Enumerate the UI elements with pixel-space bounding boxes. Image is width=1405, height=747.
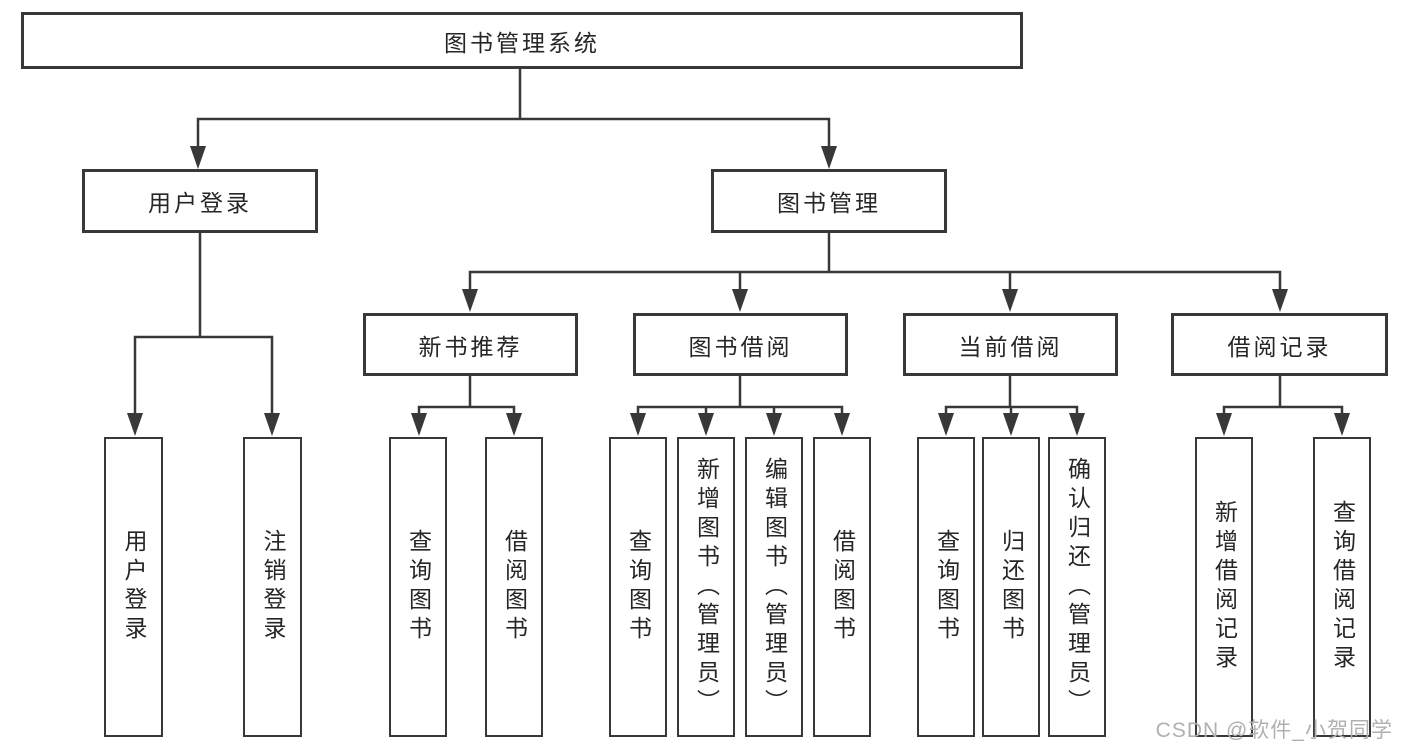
leaf-label: 用户登录 [121, 529, 147, 645]
leaf-query-books-current: 查询图书 [917, 437, 975, 737]
leaf-borrow-books: 借阅图书 [813, 437, 871, 737]
node-label: 图书借阅 [688, 333, 793, 360]
leaf-add-borrow-record: 新增借阅记录 [1195, 437, 1253, 737]
node-user-login: 用户登录 [82, 169, 318, 233]
node-book-borrow: 图书借阅 [633, 313, 848, 376]
leaf-label: 确认归还（管理员） [1064, 456, 1091, 718]
node-root-system: 图书管理系统 [21, 12, 1023, 69]
leaf-user-login: 用户登录 [104, 437, 163, 737]
node-label: 用户登录 [148, 190, 252, 216]
leaf-label: 归还图书 [998, 529, 1025, 645]
leaf-label: 注销登录 [260, 529, 286, 645]
leaf-return-books: 归还图书 [982, 437, 1040, 737]
leaf-borrow-books-recommend: 借阅图书 [485, 437, 543, 737]
leaf-label: 查询借阅记录 [1329, 500, 1356, 674]
leaf-label: 编辑图书（管理员） [761, 456, 788, 718]
leaf-label: 借阅图书 [829, 529, 856, 645]
node-label: 新书推荐 [418, 333, 523, 360]
leaf-confirm-return-admin: 确认归还（管理员） [1048, 437, 1106, 737]
leaf-edit-books-admin: 编辑图书（管理员） [745, 437, 803, 737]
node-label: 图书管理系统 [444, 29, 600, 56]
node-label: 当前借阅 [958, 333, 1063, 360]
leaf-label: 查询图书 [933, 529, 960, 645]
leaf-label: 新增图书（管理员） [693, 456, 720, 718]
leaf-query-books-borrow: 查询图书 [609, 437, 667, 737]
node-new-book-recommend: 新书推荐 [363, 313, 578, 376]
node-current-borrow: 当前借阅 [903, 313, 1118, 376]
leaf-logout: 注销登录 [243, 437, 302, 737]
leaf-label: 借阅图书 [501, 529, 528, 645]
node-borrow-record: 借阅记录 [1171, 313, 1388, 376]
leaf-query-borrow-record: 查询借阅记录 [1313, 437, 1371, 737]
node-label: 借阅记录 [1227, 333, 1332, 360]
node-label: 图书管理 [777, 190, 881, 216]
csdn-watermark: CSDN @软件_小贺同学 [1155, 719, 1393, 742]
leaf-label: 查询图书 [625, 529, 652, 645]
node-book-management: 图书管理 [711, 169, 947, 233]
arrowhead-icons [127, 146, 1350, 436]
leaf-query-books-recommend: 查询图书 [389, 437, 447, 737]
leaf-add-books-admin: 新增图书（管理员） [677, 437, 735, 737]
connector-lines [133, 69, 1344, 414]
leaf-label: 查询图书 [405, 529, 432, 645]
leaf-label: 新增借阅记录 [1211, 500, 1238, 674]
